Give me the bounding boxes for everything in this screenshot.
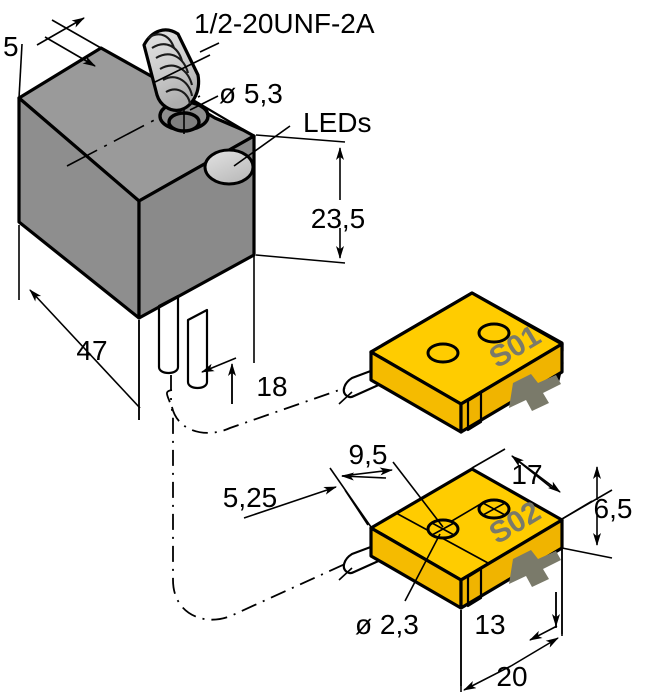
thread-leader-line [199, 42, 220, 53]
clamp-s01-groove [466, 391, 483, 432]
dimension-label-5-25: 5,25 [223, 482, 278, 513]
dimension-5: 5 [3, 17, 102, 99]
clamp-s01-plus-icon [509, 374, 561, 411]
sensor-body [17, 28, 291, 390]
dimension-9-5: 9,5 [329, 439, 444, 528]
cable-routing-s02 [166, 389, 346, 621]
dimension-label-20: 20 [496, 661, 527, 692]
dimension-label-6-5: 6,5 [594, 493, 633, 524]
dimension-label-9-5: 9,5 [349, 439, 388, 470]
mounting-clamp-s01: S01 [338, 291, 564, 434]
clamp-s02-hole-rear [477, 498, 511, 520]
clamp-s01-right-face [459, 342, 564, 434]
led-indicator [203, 148, 255, 186]
hole-leader-line [189, 95, 219, 111]
dimension-6-5: 6,5 [561, 466, 633, 559]
dimension-5-25: 5,25 [223, 482, 369, 526]
dimension-23-5: 23,5 [255, 134, 366, 264]
dimension-label-17: 17 [511, 459, 542, 490]
dimension-17: 17 [471, 448, 593, 520]
clamp-s02-plus-icon [509, 550, 561, 587]
threaded-stud-body [142, 28, 201, 112]
dimension-label-13: 13 [474, 609, 505, 640]
connector-pin-left [157, 294, 180, 375]
connector-pin-right [186, 308, 209, 390]
dimension-hole-2-3: ø 2,3 [355, 533, 441, 640]
clamp-s01-hole-rear [477, 322, 511, 344]
dimension-label-47: 47 [76, 335, 107, 366]
clamp-s02-hole-front [426, 518, 460, 540]
dimension-label-5: 5 [3, 31, 19, 62]
leds-label: LEDs [303, 107, 371, 138]
dimension-label-18: 18 [256, 371, 287, 402]
cable-routing-s01 [170, 375, 346, 434]
mounting-clamp-s02: S02 [338, 467, 564, 610]
clamp-s02-groove [466, 567, 483, 608]
thread-spec-label: 1/2-20UNF-2A [194, 8, 375, 39]
led-leader-line [233, 125, 291, 167]
thread-grooves [147, 33, 194, 105]
threaded-stud [142, 28, 220, 112]
dimension-18: 18 [138, 256, 288, 420]
dimension-20: 20 [460, 549, 563, 692]
connector-pins [157, 294, 209, 390]
clamp-s01-hole-front [426, 342, 460, 364]
dimension-label-23-5: 23,5 [311, 203, 366, 234]
dimension-47: 47 [18, 225, 141, 420]
dimension-label-hole-2-3: ø 2,3 [355, 609, 419, 640]
thread-axis-line [154, 54, 211, 83]
hole-diameter-label: ø 5,3 [219, 78, 283, 109]
